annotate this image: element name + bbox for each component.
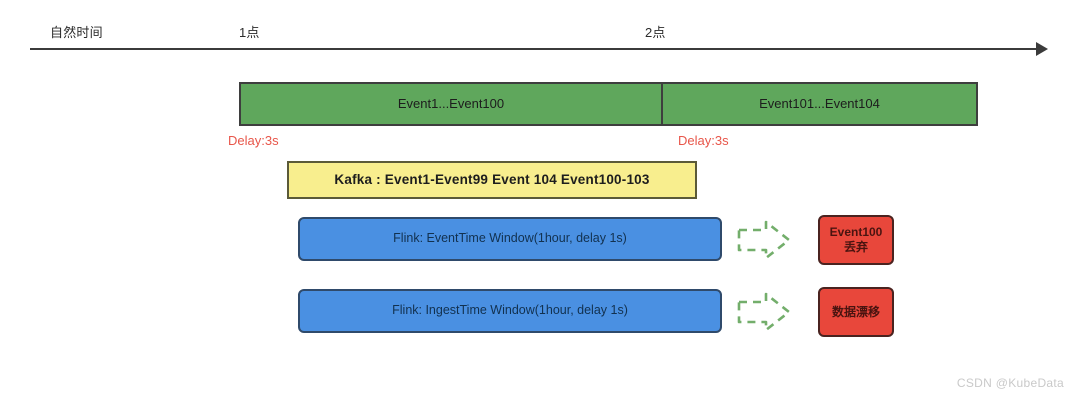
- event-bar-2: Event101...Event104: [662, 82, 978, 126]
- flink-eventtime-label: Flink: EventTime Window(1hour, delay 1s): [393, 231, 627, 246]
- kafka-box-label: Kafka : Event1-Event99 Event 104 Event10…: [334, 171, 650, 187]
- result-box-drift-line-1: 数据漂移: [831, 304, 880, 319]
- event-bar-2-label: Event101...Event104: [759, 95, 880, 111]
- delay-label-2: Delay:3s: [678, 133, 729, 148]
- kafka-box: Kafka : Event1-Event99 Event 104 Event10…: [287, 161, 697, 199]
- event-bar-1-label: Event1...Event100: [397, 95, 505, 111]
- watermark: CSDN @KubeData: [956, 376, 1064, 390]
- arrow-right-icon: [1036, 42, 1048, 56]
- flink-ingesttime-label: Flink: IngestTime Window(1hour, delay 1s…: [392, 303, 628, 318]
- dashed-arrow-right-icon-2: [736, 290, 796, 334]
- timeline-axis-line: [30, 48, 1044, 50]
- result-box-discard-line-2: 丢弃: [843, 240, 868, 254]
- event-bar-1: Event1...Event100: [239, 82, 663, 126]
- timeline-tick-1: 1点: [239, 25, 260, 40]
- result-box-discard: Event100 丢弃: [818, 215, 894, 265]
- result-box-drift: 数据漂移: [818, 287, 894, 337]
- flink-ingesttime-box: Flink: IngestTime Window(1hour, delay 1s…: [298, 289, 722, 333]
- result-box-discard-line-1: Event100: [829, 225, 883, 239]
- flink-eventtime-box: Flink: EventTime Window(1hour, delay 1s): [298, 217, 722, 261]
- timeline-tick-2: 2点: [645, 25, 666, 40]
- dashed-arrow-right-icon-1: [736, 218, 796, 262]
- delay-label-1: Delay:3s: [228, 133, 279, 148]
- timeline-axis-label: 自然时间: [50, 25, 103, 40]
